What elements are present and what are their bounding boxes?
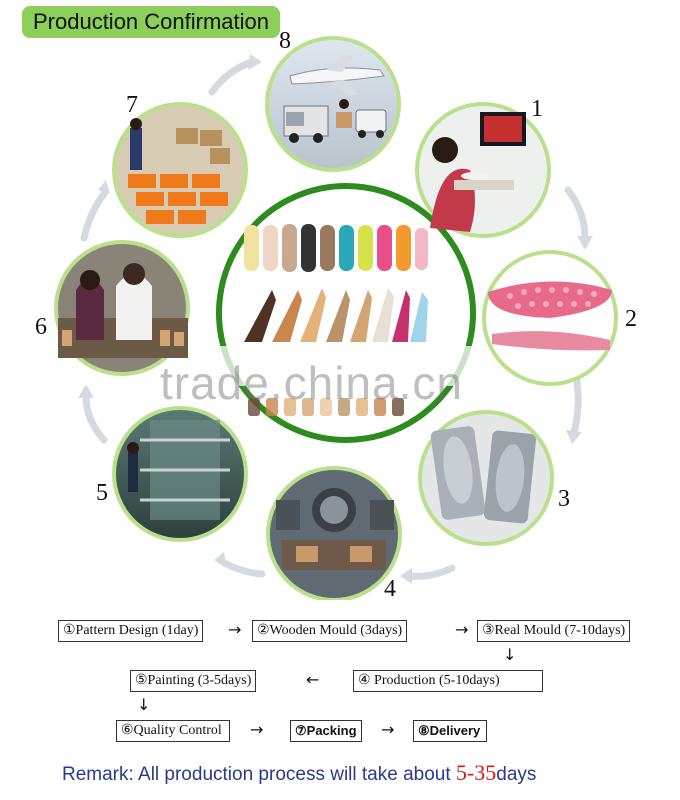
remark-days-range: 5-35	[455, 760, 497, 785]
step-number-4: 4	[384, 576, 396, 602]
arrow-right: →	[250, 720, 264, 739]
step-number-6: 6	[35, 314, 47, 340]
arrow-1-to-2	[564, 186, 589, 242]
step-number-3: 3	[558, 486, 570, 512]
step-5-circle	[112, 406, 248, 542]
arrow-left: ←	[306, 670, 320, 689]
arrow-down: ↓	[137, 695, 151, 714]
arrow-3-to-4	[406, 564, 456, 580]
process-diagram	[52, 36, 618, 600]
step-box-painting: ⑤Painting (3-5days)	[130, 670, 257, 692]
step-number-1: 1	[531, 96, 543, 122]
step-box-delivery: ⑧Delivery	[413, 720, 487, 742]
step-number-7: 7	[126, 92, 138, 118]
insole-samples	[244, 224, 428, 272]
step-box-quality-control: ⑥Quality Control	[116, 720, 230, 742]
step-box-pattern-design: ①Pattern Design (1day)	[58, 620, 204, 642]
page-title: Production Confirmation	[32, 9, 269, 34]
arrow-down: ↓	[503, 645, 517, 664]
step-3-circle	[418, 410, 554, 546]
title-badge: Production Confirmation	[22, 6, 280, 38]
arrow-right: →	[228, 620, 242, 639]
step-4-circle	[266, 466, 402, 600]
arrow-right: →	[381, 720, 395, 739]
step-box-packing: ⑦Packing	[290, 720, 362, 742]
arrow-7-to-8	[208, 58, 256, 96]
step-box-production: ④ Production (5-10days)	[353, 670, 543, 692]
step-2-circle	[482, 250, 618, 386]
heel-rows	[248, 398, 404, 416]
remark-line: Remark: All production process will take…	[62, 760, 536, 786]
arrow-4-to-5	[216, 556, 266, 578]
arrow-5-to-6	[82, 392, 108, 444]
watermark: trade.china.cn	[160, 357, 463, 409]
remark-unit: days	[496, 764, 537, 785]
step-7-circle	[112, 102, 248, 238]
arrow-6-to-7	[80, 190, 108, 242]
cycle-arrows	[80, 58, 589, 580]
step-number-8: 8	[279, 28, 291, 54]
arrow-right: →	[455, 620, 469, 639]
step-box-wooden-mould: ②Wooden Mould (3days)	[252, 620, 408, 642]
step-number-2: 2	[625, 306, 637, 332]
step-8-circle	[265, 36, 401, 172]
remark-text: Remark: All production process will take…	[62, 764, 451, 785]
step-number-5: 5	[96, 480, 108, 506]
heel-samples	[244, 288, 428, 342]
step-6-circle	[54, 240, 190, 376]
step-box-real-mould: ③Real Mould (7-10days)	[477, 620, 631, 642]
step-1-circle	[415, 102, 551, 238]
